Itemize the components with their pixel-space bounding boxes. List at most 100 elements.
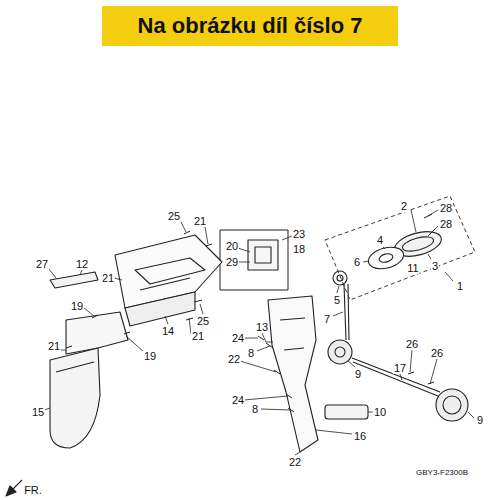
leader-line [337, 286, 339, 293]
grommet [328, 340, 352, 364]
lamp-housing [366, 244, 406, 273]
leader-line [126, 336, 144, 352]
leader-line [295, 452, 300, 455]
socket-wire [344, 284, 346, 340]
leader-line [411, 210, 416, 232]
leader-line [238, 248, 250, 252]
callout-number: 29 [225, 256, 239, 268]
callout-number: 25 [167, 210, 181, 222]
callout-number: 20 [225, 240, 239, 252]
callout-number: 23 [292, 228, 306, 240]
leader-line [84, 308, 94, 316]
side-reflector-face [443, 396, 461, 414]
banner-text: Na obrázku díl číslo 7 [138, 13, 363, 39]
bracket-rib [280, 318, 305, 350]
leader-line [316, 430, 352, 434]
callout-number: 24 [231, 394, 245, 406]
callout-number: 22 [227, 353, 241, 365]
leader-line [261, 409, 290, 410]
leader-line [244, 338, 258, 339]
callout-number: 9 [476, 414, 484, 426]
rear-fender [115, 235, 222, 308]
callout-number: 1 [456, 280, 464, 292]
callout-number: 13 [255, 321, 269, 333]
leader-line [262, 333, 273, 342]
bolt [258, 336, 294, 412]
callout-number: 26 [430, 347, 444, 359]
callout-number: FR. [23, 484, 43, 496]
callout-number: 9 [354, 368, 362, 380]
callout-number: 21 [193, 215, 207, 227]
callout-number: 19 [70, 300, 84, 312]
license-light [325, 405, 368, 419]
callout-number: 7 [323, 313, 331, 325]
callout-number: 5 [333, 294, 341, 306]
callout-number: 27 [35, 258, 49, 270]
callout-number: 21 [101, 272, 115, 284]
callout-number: 10 [373, 406, 387, 418]
leader-line [383, 247, 385, 249]
license-bracket [268, 296, 318, 452]
bulb-filament [337, 275, 343, 281]
leader-line [348, 361, 355, 367]
leader-line [430, 359, 437, 384]
callout-number: 2 [400, 200, 408, 212]
callout-number: 17 [393, 362, 407, 374]
leader-line [200, 304, 203, 314]
callout-number: 19 [143, 350, 157, 362]
rear-fender-wall [125, 292, 195, 326]
clip [184, 231, 212, 320]
bolt [66, 315, 130, 348]
stay-bracket [50, 272, 98, 288]
leader-line [410, 350, 412, 372]
leader-lines [44, 210, 474, 455]
leader-line [333, 312, 343, 316]
leader-line [165, 316, 168, 324]
callout-number: 28 [439, 218, 453, 230]
leader-line [80, 270, 82, 275]
callout-number: 15 [31, 406, 45, 418]
screw [424, 214, 435, 236]
leader-line [114, 278, 122, 280]
grommet-hole [335, 347, 345, 357]
callout-number: 21 [47, 340, 61, 352]
callout-number: 21 [191, 330, 205, 342]
leader-line [363, 261, 369, 262]
leader-line [244, 396, 288, 400]
callout-number: 12 [75, 258, 89, 270]
callout-number: 8 [247, 347, 255, 359]
callout-number: 25 [196, 315, 210, 327]
callout-number: 4 [376, 234, 384, 246]
leader-line [240, 361, 276, 372]
callout-number: 6 [353, 256, 361, 268]
leader-line [282, 236, 292, 240]
side-reflector [436, 389, 468, 421]
callout-number: 8 [251, 403, 259, 415]
callout-number: 3 [431, 260, 439, 272]
wire-harness [352, 358, 440, 392]
callout-number: 14 [161, 325, 175, 337]
fasteners [66, 214, 435, 412]
bulb [333, 271, 347, 285]
leader-line [257, 346, 270, 351]
leader-line [48, 268, 56, 278]
fender-pocket [135, 258, 205, 284]
callout-number: 28 [439, 202, 453, 214]
reflector-plate [248, 240, 278, 270]
callout-number: 26 [405, 338, 419, 350]
callout-number: 11 [406, 262, 419, 274]
callout-number: 16 [353, 430, 367, 442]
inset-frame [220, 230, 288, 290]
leader-line [445, 272, 453, 281]
leader-line [205, 227, 208, 244]
leader-line [400, 374, 402, 380]
drawing-code: GBY3-F2300B [415, 468, 469, 477]
leader-line [468, 412, 474, 418]
leader-line [238, 262, 250, 263]
band [408, 372, 434, 384]
callout-number: 22 [288, 456, 302, 468]
front-arrow-head [6, 486, 16, 496]
splash-guard [50, 348, 100, 448]
